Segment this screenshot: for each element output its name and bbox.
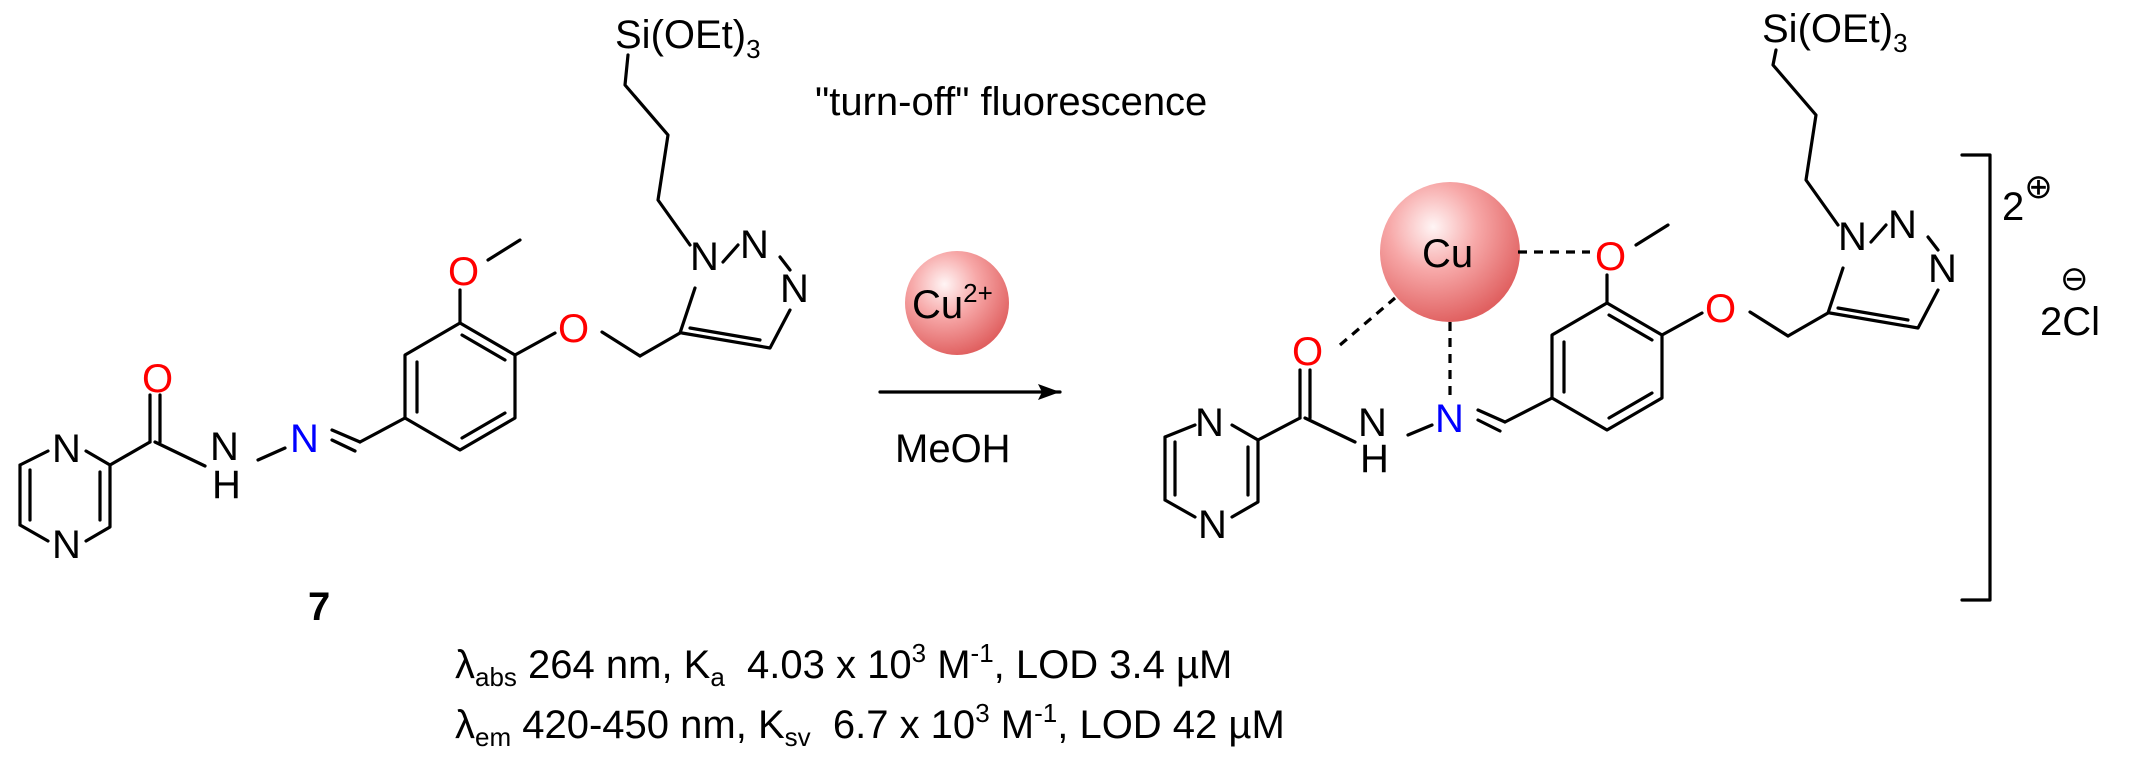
pyrazine-n-top: N bbox=[52, 427, 81, 471]
ether-oxygen: O bbox=[558, 307, 589, 351]
carbonyl-oxygen: O bbox=[142, 357, 173, 401]
silane-group: Si(OEt)3 bbox=[615, 13, 761, 64]
counterion-sign: ⊖ bbox=[2060, 260, 2089, 298]
charge-sign: ⊕ bbox=[2024, 168, 2053, 206]
complex-ether-oxygen: O bbox=[1705, 287, 1736, 331]
copper-label: Cu bbox=[1422, 232, 1473, 276]
imine-nitrogen: N bbox=[290, 417, 319, 461]
complex-amide-hydrogen: H bbox=[1360, 437, 1389, 481]
complex-carbonyl-oxygen: O bbox=[1292, 330, 1323, 374]
amide-nitrogen: N bbox=[210, 425, 239, 469]
complex-silane-group: Si(OEt)3 bbox=[1762, 7, 1908, 58]
turn-off-label: "turn-off" fluorescence bbox=[815, 80, 1207, 124]
complex-triazole-n2: N bbox=[1888, 203, 1917, 247]
complex-amide-nitrogen: N bbox=[1358, 401, 1387, 445]
methoxy-oxygen: O bbox=[448, 250, 479, 294]
complex-charge: 2⊕ bbox=[2002, 168, 2053, 229]
complex-pyrazine-n-bottom: N bbox=[1198, 503, 1227, 547]
complex-triazole-n3: N bbox=[1928, 247, 1957, 291]
complex-imine-nitrogen: N bbox=[1435, 397, 1464, 441]
triazole-n1: N bbox=[690, 235, 719, 279]
cu-reagent-sphere bbox=[905, 251, 1009, 355]
compound-7-structure bbox=[18, 53, 792, 543]
amide-hydrogen: H bbox=[212, 463, 241, 507]
pyrazine-n-bottom: N bbox=[52, 523, 81, 567]
triazole-n2: N bbox=[740, 223, 769, 267]
complex-pyrazine-n-top: N bbox=[1195, 401, 1224, 445]
counterion-label: 2Cl bbox=[2040, 300, 2100, 344]
cu-complex-structure bbox=[1163, 48, 1992, 602]
cu-center-sphere bbox=[1380, 182, 1520, 322]
triazole-n3: N bbox=[780, 267, 809, 311]
compound-number: 7 bbox=[308, 585, 330, 629]
solvent-label: MeOH bbox=[895, 427, 1011, 471]
reaction-conditions: "turn-off" fluorescence Cu2+ MeOH bbox=[815, 80, 1207, 471]
reaction-arrow-head bbox=[1038, 384, 1060, 400]
complex-triazole-n1: N bbox=[1838, 215, 1867, 259]
complex-methoxy-oxygen: O bbox=[1595, 235, 1626, 279]
absorbance-parameters: λabs 264 nm, Ka 4.03 x 103 M-1, LOD 3.4 … bbox=[455, 638, 1232, 692]
emission-parameters: λem 420-450 nm, Ksv 6.7 x 103 M-1, LOD 4… bbox=[455, 698, 1285, 752]
compound-7-atom-labels: N N O N H N O O N N N Si(OEt)3 7 bbox=[52, 13, 809, 629]
sensing-parameters: λabs 264 nm, Ka 4.03 x 103 M-1, LOD 3.4 … bbox=[455, 638, 1285, 752]
cu-reagent-label: Cu2+ bbox=[912, 278, 993, 327]
cu-complex-atom-labels: N N O N H N O O N N N Cu Si(OEt)3 2⊕ ⊖ 2… bbox=[1195, 7, 2100, 547]
